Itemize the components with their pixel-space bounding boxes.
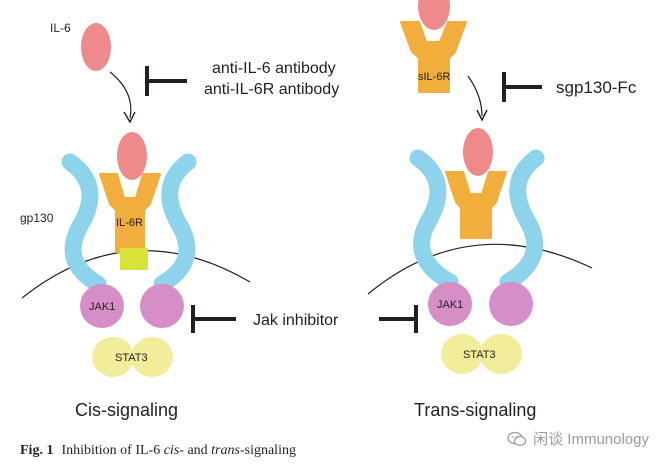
arrowhead-right bbox=[476, 109, 488, 122]
figure-number: Fig. 1 bbox=[20, 443, 54, 458]
il6-ligand-bound-left bbox=[117, 132, 147, 180]
caption-text-pre: Inhibition of IL-6 bbox=[61, 443, 164, 458]
stat3-left-b bbox=[131, 337, 173, 377]
jak1-right-b bbox=[489, 282, 533, 326]
gp130-label: gp130 bbox=[20, 211, 54, 225]
cell-membrane-right bbox=[367, 243, 593, 295]
arrowhead-left bbox=[123, 111, 136, 124]
stat3-label-right: STAT3 bbox=[463, 349, 496, 361]
watermark: 闲谈 Immunology bbox=[507, 428, 649, 449]
binding-arrow-right bbox=[467, 75, 483, 117]
sil6r-soluble-receptor bbox=[400, 21, 467, 93]
stat3-right-b bbox=[480, 334, 522, 374]
jak-inhibitor-bar-left bbox=[191, 305, 236, 333]
il6r-transmembrane-domain bbox=[120, 248, 148, 270]
sil6r-label: sIL-6R bbox=[418, 71, 450, 83]
il6-ligand-free bbox=[81, 23, 111, 71]
jak1-label-right: JAK1 bbox=[437, 299, 463, 311]
gp130-left-b bbox=[153, 153, 197, 293]
anti-il6r-antibody-label: anti-IL-6R antibody bbox=[204, 81, 339, 98]
binding-arrow-left bbox=[109, 71, 132, 119]
stat3-label-left: STAT3 bbox=[115, 352, 148, 364]
wechat-icon bbox=[507, 431, 527, 446]
il6-ligand-soluble-complex bbox=[418, 0, 450, 30]
il6r-label: IL-6R bbox=[116, 217, 143, 229]
sgp130fc-inhibition-bar bbox=[502, 72, 542, 102]
jak1-left-a bbox=[80, 284, 124, 328]
anti-il6-antibody-label: anti-IL-6 antibody bbox=[212, 60, 336, 77]
il6-ligand-bound-right bbox=[463, 128, 493, 176]
cis-signaling-title: Cis-signaling bbox=[75, 400, 178, 420]
jak1-right-a bbox=[428, 282, 472, 326]
trans-signaling-title: Trans-signaling bbox=[414, 400, 536, 420]
stat3-right-a bbox=[441, 334, 483, 374]
il6r-receptor bbox=[99, 173, 161, 253]
jak1-left-b bbox=[140, 284, 184, 328]
antibody-inhibition-bar bbox=[145, 66, 187, 96]
watermark-text: 闲谈 Immunology bbox=[533, 431, 649, 448]
caption-text-mid: - and bbox=[179, 443, 212, 458]
caption-cis: cis bbox=[163, 443, 180, 458]
gp130-right-a bbox=[409, 149, 459, 291]
sil6r-bound-receptor bbox=[445, 171, 507, 239]
jak-inhibitor-label: Jak inhibitor bbox=[253, 312, 339, 329]
stat3-left-a bbox=[92, 337, 134, 377]
caption-trans: trans bbox=[211, 443, 240, 458]
il6-label: IL-6 bbox=[50, 21, 71, 35]
gp130-left-a bbox=[61, 153, 107, 293]
jak1-label-left: JAK1 bbox=[89, 301, 115, 313]
caption-text-post: -signaling bbox=[239, 443, 296, 458]
figure-caption: Fig. 1 Inhibition of IL-6 cis- and trans-… bbox=[20, 443, 296, 459]
gp130-right-b bbox=[499, 149, 545, 291]
sgp130fc-label: sgp130-Fc bbox=[556, 78, 637, 97]
jak-inhibitor-bar-right bbox=[379, 305, 418, 333]
